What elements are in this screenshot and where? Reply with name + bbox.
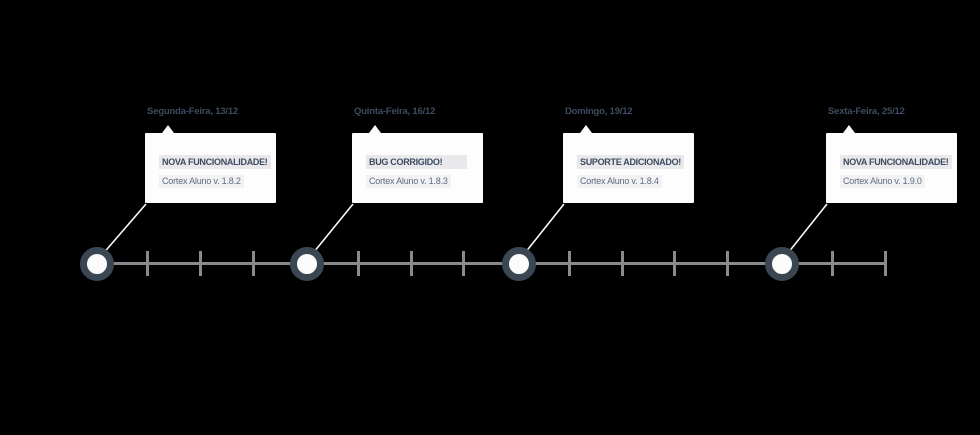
timeline-tick: [673, 251, 676, 276]
timeline-axis-line: [95, 262, 886, 265]
card-arrow-icon: [162, 125, 174, 133]
milestone-card: BUG CORRIGIDO! Cortex Aluno v. 1.8.3: [352, 133, 483, 203]
milestone-card: SUPORTE ADICIONADO! Cortex Aluno v. 1.8.…: [563, 133, 694, 203]
milestone-title: NOVA FUNCIONALIDADE!: [159, 155, 271, 169]
timeline-tick: [831, 251, 834, 276]
card-arrow-icon: [580, 125, 592, 133]
milestone-subtitle: Cortex Aluno v. 1.8.3: [366, 175, 451, 188]
timeline-tick: [884, 251, 887, 276]
milestone-date: Segunda-Feira, 13/12: [147, 106, 239, 117]
timeline-node-icon: [80, 247, 114, 281]
milestone-date: Sexta-Feira, 25/12: [828, 106, 905, 117]
timeline-tick: [199, 251, 202, 276]
milestone-card: NOVA FUNCIONALIDADE! Cortex Aluno v. 1.8…: [145, 133, 276, 203]
milestone-subtitle: Cortex Aluno v. 1.8.4: [577, 175, 662, 188]
timeline-tick: [462, 251, 465, 276]
timeline-node-icon: [502, 247, 536, 281]
milestone-subtitle: Cortex Aluno v. 1.8.2: [159, 175, 244, 188]
timeline-tick: [357, 251, 360, 276]
timeline-tick: [621, 251, 624, 276]
card-arrow-icon: [843, 125, 855, 133]
milestone-date: Domingo, 19/12: [565, 106, 633, 117]
timeline-tick: [146, 251, 149, 276]
milestone-date: Quinta-Feira, 16/12: [354, 106, 436, 117]
milestone-subtitle: Cortex Aluno v. 1.9.0: [840, 175, 925, 188]
timeline-tick: [410, 251, 413, 276]
card-arrow-icon: [369, 125, 381, 133]
milestone-title: NOVA FUNCIONALIDADE!: [840, 155, 952, 169]
timeline-tick: [252, 251, 255, 276]
timeline-tick: [568, 251, 571, 276]
timeline-node-icon: [765, 247, 799, 281]
milestone-title: BUG CORRIGIDO!: [366, 155, 467, 169]
timeline-tick: [726, 251, 729, 276]
milestone-title: SUPORTE ADICIONADO!: [577, 155, 684, 169]
milestone-card: NOVA FUNCIONALIDADE! Cortex Aluno v. 1.9…: [826, 133, 957, 203]
timeline-node-icon: [290, 247, 324, 281]
